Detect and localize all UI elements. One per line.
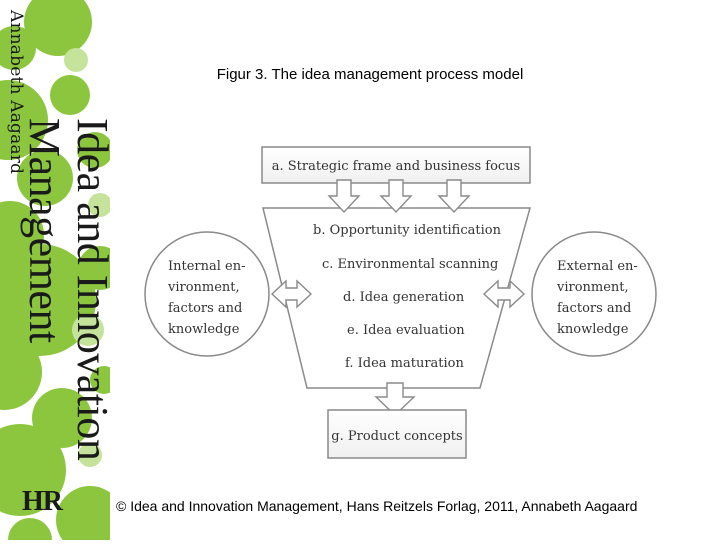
circle-label: External en- bbox=[557, 259, 638, 274]
strategic-frame-label: a. Strategic frame and business focus bbox=[272, 159, 520, 174]
circle-label: knowledge bbox=[557, 322, 629, 337]
product-concepts-label: g. Product concepts bbox=[331, 429, 462, 444]
funnel-step: f. Idea maturation bbox=[345, 356, 464, 371]
funnel-step: c. Environmental scanning bbox=[322, 257, 498, 272]
down-arrow-icon bbox=[381, 180, 411, 212]
circle-label: vironment, bbox=[556, 280, 629, 295]
copyright-notice: © Idea and Innovation Management, Hans R… bbox=[116, 498, 716, 514]
funnel-step: e. Idea evaluation bbox=[347, 323, 465, 338]
funnel-step: d. Idea generation bbox=[343, 290, 465, 305]
down-arrow-icon bbox=[329, 180, 359, 212]
circle-label: knowledge bbox=[168, 322, 240, 337]
funnel-step: b. Opportunity identification bbox=[313, 223, 502, 238]
circle-label: factors and bbox=[168, 301, 242, 316]
circle-label: Internal en- bbox=[168, 259, 246, 274]
circle-label: vironment, bbox=[167, 280, 240, 295]
circle-label: factors and bbox=[557, 301, 631, 316]
down-arrow-icon bbox=[439, 180, 469, 212]
